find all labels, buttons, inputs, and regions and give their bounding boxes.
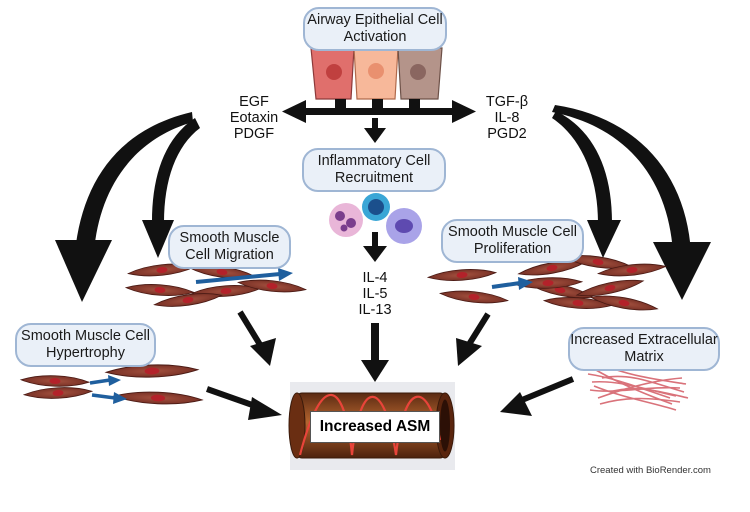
cytokine-list: IL-4 IL-5 IL-13 [345,270,405,318]
hypertrophy-blue-arrows [89,375,127,404]
curved-arrow-to-migration [142,118,200,258]
factor-egf: EGF [239,94,269,110]
migration-blue-arrow [195,268,293,284]
arrow-cytokines-to-asm [361,323,389,382]
cell-junction [335,99,346,111]
curved-arrow-to-hypertrophy [55,112,193,302]
node-airway-epithelial-activation: Airway Epithelial Cell Activation [303,7,447,51]
arrow-to-cytokines [363,232,387,262]
node-label: Airway Epithelial Cell Activation [307,12,443,45]
factor-release-double-arrow [282,100,476,123]
arrow-migration-to-asm [237,310,276,366]
node-smooth-muscle-hypertrophy: Smooth Muscle Cell Hypertrophy [15,323,156,367]
factor-il-8: IL-8 [494,110,520,126]
arrow-hypertrophy-to-asm [206,386,282,420]
arrow-ecm-to-asm [500,376,575,416]
node-label: Increased Extracellular Matrix [570,332,718,365]
right-factors-list: TGF-β IL-8 PGD2 [482,94,532,142]
factor-pgd2: PGD2 [487,126,527,142]
left-factors-list: EGF Eotaxin PDGF [229,94,279,142]
node-inflammatory-cell-recruitment: Inflammatory Cell Recruitment [302,148,446,192]
increased-asm-label: Increased ASM [310,411,440,443]
factor-eotaxin: Eotaxin [229,110,279,126]
node-smooth-muscle-migration: Smooth Muscle Cell Migration [168,225,291,269]
node-label: Smooth Muscle Cell Migration [179,230,280,263]
node-label: Inflammatory Cell Recruitment [317,153,431,186]
curved-arrow-to-proliferation [552,111,621,258]
cell-junction [372,99,383,111]
arrow-to-inflammatory-recruitment [364,118,386,143]
node-smooth-muscle-proliferation: Smooth Muscle Cell Proliferation [441,219,584,263]
node-label: Smooth Muscle Cell Proliferation [448,224,577,257]
nucleus-icon [368,63,384,79]
cytokine-il-5: IL-5 [362,286,388,302]
node-increased-extracellular-matrix: Increased Extracellular Matrix [568,327,720,371]
nucleus-icon [410,64,426,80]
factor-tgf-beta: TGF-β [485,94,529,110]
immune-cells-illustration [329,193,422,244]
extracellular-matrix-fibers [587,365,689,411]
cytokine-il-4: IL-4 [362,270,388,286]
biorender-credit: Created with BioRender.com [590,465,711,476]
eosinophil-icon [329,203,363,237]
curved-arrow-to-ecm [552,105,711,300]
epithelial-cells-illustration [310,47,443,111]
proliferation-blue-arrow [491,277,533,290]
nucleus-icon [326,64,342,80]
cell-junction [409,99,420,111]
node-label: Smooth Muscle Cell Hypertrophy [21,328,150,361]
factor-pdgf: PDGF [233,126,275,142]
cytokine-il-13: IL-13 [358,302,392,318]
arrow-proliferation-to-asm [456,312,491,366]
